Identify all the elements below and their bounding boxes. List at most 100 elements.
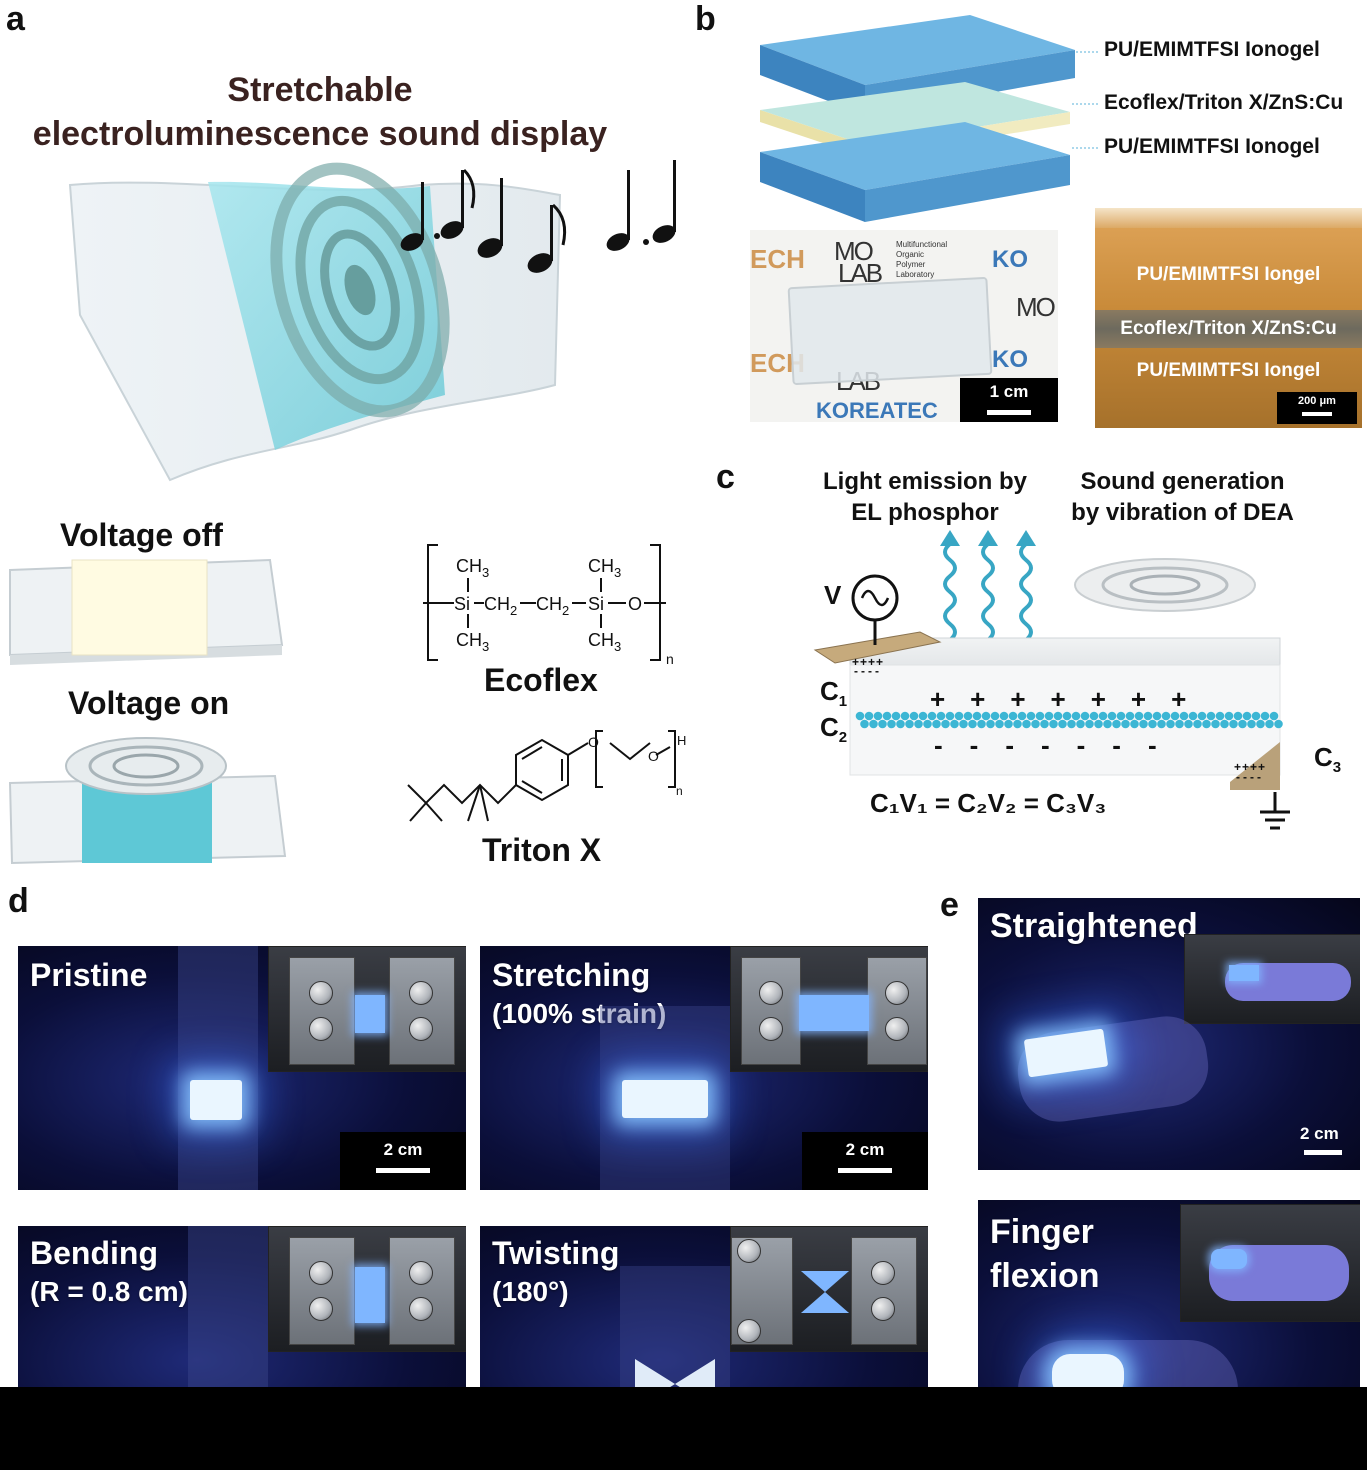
phosphor-particle (1031, 719, 1040, 729)
phosphor-particle (986, 719, 995, 729)
phosphor-particle (1188, 711, 1198, 721)
phosphor-particle (999, 711, 1009, 721)
light-emission-caption: Light emission by EL phosphor (810, 466, 1040, 528)
phosphor-particle (1125, 711, 1135, 721)
chem-ch3-top-right: CH3 (588, 556, 621, 580)
phosphor-particle (1112, 719, 1121, 729)
phosphor-particle (1161, 711, 1171, 721)
phosphor-particle (900, 711, 910, 721)
cross-scale-bar (1302, 412, 1332, 416)
phosphor-particle (1040, 719, 1049, 729)
phosphor-particle (1157, 719, 1166, 729)
layer-label-bottom: PU/EMIMTFSI Ionogel (1104, 135, 1320, 158)
layer-stack-diagram (760, 15, 1100, 222)
chem-ch2-right: CH2 (536, 594, 569, 618)
phosphor-particle (1134, 711, 1144, 721)
phosphor-particle (1004, 719, 1013, 729)
phosphor-particle (1017, 711, 1027, 721)
phosphor-particle (1220, 719, 1229, 729)
photo-scale-label: 1 cm (989, 382, 1029, 401)
music-notes (400, 160, 676, 273)
phosphor-particle (1107, 711, 1117, 721)
c1-label: C1 (820, 676, 848, 711)
ecoflex-structure: CH3 CH3 Si CH2 CH2 Si O CH3 CH3 n (423, 544, 674, 667)
finger-flexion-line1: Finger (990, 1213, 1094, 1251)
phosphor-particle (1247, 719, 1256, 729)
phosphor-particle (959, 719, 968, 729)
el-glow-pristine (190, 1080, 242, 1120)
phosphor-particle (1022, 719, 1031, 729)
electrode-minus-top: ---- (854, 664, 882, 678)
phosphor-particle (1179, 711, 1189, 721)
phosphor-particle (855, 711, 865, 721)
electrode-plus-top: ++++ (852, 655, 885, 669)
music-note-icon (440, 168, 476, 239)
phosphor-particle (950, 719, 959, 729)
speaker-rings (270, 162, 450, 418)
phosphor-particle (1121, 719, 1130, 729)
photo-pristine: Pristine 2 cm (18, 946, 466, 1190)
phosphor-particle (1211, 719, 1220, 729)
phosphor-particle (1094, 719, 1103, 729)
music-note-icon (527, 203, 567, 273)
sample-bending (355, 1267, 385, 1323)
scale-bar-straightened (1304, 1150, 1342, 1155)
triton-x-structure: O O H n (407, 730, 686, 822)
photo-logo-korea: KOREATEC (816, 398, 938, 422)
phosphor-particle (1130, 719, 1139, 729)
electrode-minus-bottom: ---- (1236, 770, 1264, 784)
phosphor-particle (869, 719, 878, 729)
inset-stretching (730, 946, 928, 1072)
el-glow-stretching (622, 1080, 708, 1118)
phosphor-particle (1103, 719, 1112, 729)
phosphor-particle (936, 711, 946, 721)
phosphor-particle (1202, 719, 1211, 729)
phosphor-particle (1116, 711, 1126, 721)
chem-oxygen-triton-2: O (648, 748, 659, 764)
panel-label-e: e (940, 886, 959, 924)
panel-label-a: a (6, 0, 25, 38)
phosphor-particle (1143, 711, 1153, 721)
phosphor-particle (927, 711, 937, 721)
chem-n-triton: n (676, 784, 683, 798)
ecoflex-label: Ecoflex (484, 662, 598, 698)
phosphor-particle (1139, 719, 1148, 729)
scale-label-stretching: 2 cm (845, 1140, 885, 1159)
c3-label: C3 (1314, 742, 1342, 777)
watermark-band (0, 1387, 1367, 1470)
inset-pristine (268, 946, 466, 1072)
phosphor-particle (1008, 711, 1018, 721)
chem-ch3-top-left: CH3 (456, 556, 489, 580)
phosphor-particle (1076, 719, 1085, 729)
panel-a-title-line1: Stretchable (227, 71, 413, 109)
panel-label-c: c (716, 458, 735, 496)
phosphor-particle (1215, 711, 1225, 721)
phosphor-particle (932, 719, 941, 729)
phosphor-particle (1274, 719, 1283, 729)
photo-stretching: Stretching (100% strain) 2 cm (480, 946, 928, 1190)
phosphor-particle (1013, 719, 1022, 729)
sound-generation-line2: by vibration of DEA (1071, 499, 1294, 526)
photo-scalebar: 1 cm (960, 378, 1058, 422)
cross-label-bottom: PU/EMIMTFSI Iongel (1136, 360, 1321, 381)
chem-ch3-bottom-left: CH3 (456, 630, 489, 654)
transparent-device-sample (787, 276, 993, 386)
phosphor-particle (923, 719, 932, 729)
phosphor-particle (945, 711, 955, 721)
phosphor-particle (860, 719, 869, 729)
capacitance-equation: C₁V₁ = C₂V₂ = C₃V₃ (870, 788, 1107, 818)
music-note-icon (477, 178, 503, 258)
phosphor-particle (972, 711, 982, 721)
phosphor-particle (1058, 719, 1067, 729)
phosphor-particle (1089, 711, 1099, 721)
cross-section-micrograph: PU/EMIMTFSI Iongel Ecoflex/Triton X/ZnS:… (1095, 208, 1362, 428)
voltage-source-label: V (824, 580, 842, 610)
scale-label-pristine: 2 cm (383, 1140, 423, 1159)
phosphor-particle (1044, 711, 1054, 721)
phosphor-particle (1148, 719, 1157, 729)
phosphor-particle (918, 711, 928, 721)
scalebar-pristine: 2 cm (340, 1132, 466, 1190)
cross-label-top: PU/EMIMTFSI Iongel (1136, 264, 1321, 285)
ac-source-icon (851, 574, 899, 645)
phosphor-particle (1175, 719, 1184, 729)
